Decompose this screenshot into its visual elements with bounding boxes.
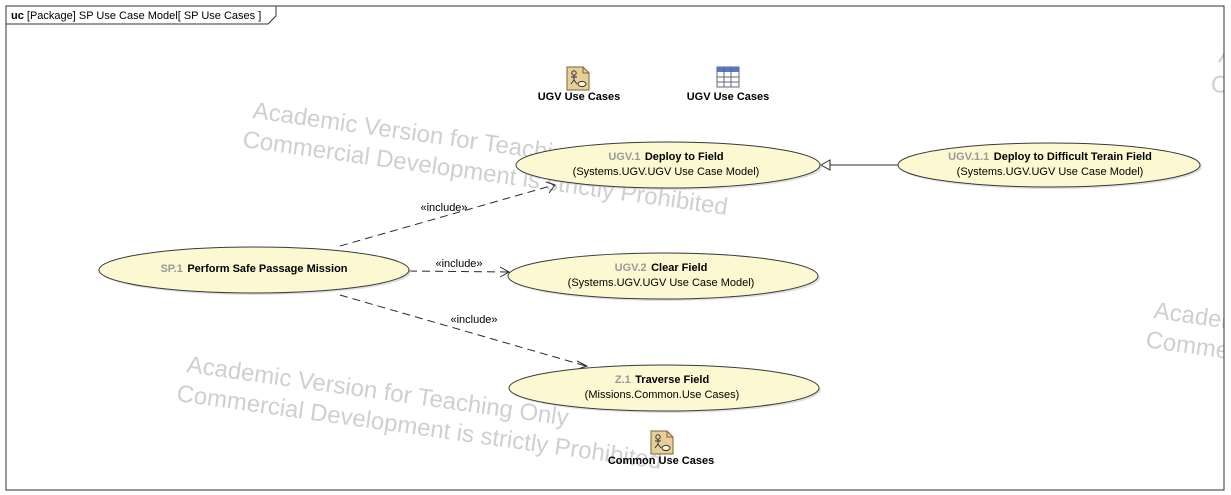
shortcut-label: UGV Use Cases <box>538 91 621 103</box>
use-case-diagram-icon <box>566 66 590 91</box>
use-case-z-1[interactable]: Z.1 Traverse Field (Missions.Common.Use … <box>508 364 821 413</box>
include-relationship-ugv2[interactable]: «include» <box>408 258 511 278</box>
frame-title: uc [Package] SP Use Case Model[ SP Use C… <box>11 10 261 22</box>
frame-title-tab <box>5 5 277 25</box>
shortcut-ugv-use-cases-table[interactable]: UGV Use Cases <box>687 66 770 103</box>
use-case-title: UGV.2 Clear Field <box>615 258 708 275</box>
use-case-ugv-2[interactable]: UGV.2 Clear Field (Systems.UGV.UGV Use C… <box>507 252 820 301</box>
diagram-frame <box>5 5 1225 491</box>
include-relationship-z1[interactable]: «include» <box>339 294 589 371</box>
include-relationship-ugv1[interactable]: «include» <box>339 181 556 247</box>
include-stereotype: «include» <box>435 258 482 270</box>
use-case-owner: (Systems.UGV.UGV Use Case Model) <box>573 166 760 178</box>
shortcut-label: Common Use Cases <box>608 455 714 467</box>
use-case-title: Z.1 Traverse Field <box>615 370 709 387</box>
use-case-diagram-icon <box>650 430 674 455</box>
generalization-relationship[interactable] <box>819 159 898 171</box>
include-stereotype: «include» <box>420 202 467 214</box>
shortcut-ugv-use-cases-diagram[interactable]: UGV Use Cases <box>538 66 621 103</box>
use-case-ugv-1[interactable]: UGV.1 Deploy to Field (Systems.UGV.UGV U… <box>515 141 822 190</box>
include-stereotype: «include» <box>450 314 497 326</box>
shortcut-label: UGV Use Cases <box>687 91 770 103</box>
use-case-title: UGV.1 Deploy to Field <box>608 147 723 164</box>
use-case-title: SP.1 Perform Safe Passage Mission <box>160 259 347 276</box>
use-case-ugv-1-1[interactable]: UGV.1.1 Deploy to Difficult Terain Field… <box>897 142 1202 189</box>
shortcut-common-use-cases[interactable]: Common Use Cases <box>608 430 714 467</box>
use-case-owner: (Systems.UGV.UGV Use Case Model) <box>957 166 1144 178</box>
use-case-owner: (Missions.Common.Use Cases) <box>585 389 740 401</box>
use-case-sp-1[interactable]: SP.1 Perform Safe Passage Mission <box>98 246 411 295</box>
svg-text:Commercial Development is stri: Commercial Development is strictly Prohi… <box>1209 70 1231 165</box>
use-case-title: UGV.1.1 Deploy to Difficult Terain Field <box>948 147 1152 164</box>
use-case-owner: (Systems.UGV.UGV Use Case Model) <box>568 277 755 289</box>
watermark-4: Academic Version for Teaching Only Comme… <box>1209 41 1231 165</box>
watermark-3: Academic Version for Teaching Only Comme… <box>1144 297 1231 421</box>
table-icon <box>716 66 740 88</box>
svg-text:Commercial Development is stri: Commercial Development is strictly Prohi… <box>1144 326 1231 421</box>
